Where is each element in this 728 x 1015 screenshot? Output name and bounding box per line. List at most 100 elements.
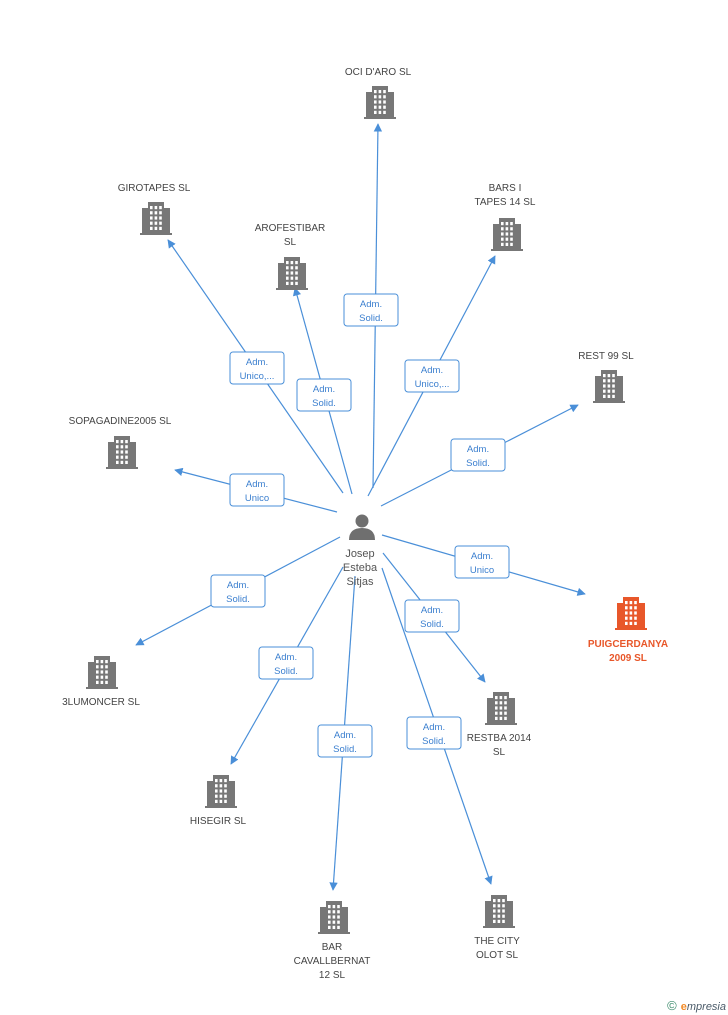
building-window (612, 384, 615, 388)
building-icon (491, 218, 523, 251)
company-name-line: 3LUMONCER SL (62, 697, 140, 708)
role-badge-3lumoncer[interactable]: Adm.Solid. (210, 574, 266, 608)
footer-brand: ©empresia (667, 998, 726, 1013)
company-node-hisegir[interactable]: HISEGIR SL (190, 775, 247, 827)
role-badge-restba-2014[interactable]: Adm.Solid. (404, 599, 460, 633)
role-text-line: Unico,... (240, 371, 275, 382)
building-window (332, 910, 336, 914)
company-node-sopagadine2005[interactable]: SOPAGADINE2005 SL (69, 416, 172, 469)
building-window (505, 232, 509, 236)
building-window (510, 232, 513, 236)
role-box (454, 545, 510, 579)
person-name-line: Esteba (343, 562, 378, 574)
role-badge-the-city-olot[interactable]: Adm.Solid. (406, 716, 462, 750)
building-window (603, 374, 606, 378)
building-window (219, 794, 223, 798)
building-window (224, 789, 227, 793)
person-name-line: Josep (345, 548, 374, 560)
company-name-line: 2009 SL (609, 653, 647, 664)
building-window (116, 440, 119, 444)
building-window (502, 899, 505, 903)
building-window (290, 271, 294, 275)
role-badge-arofestibar[interactable]: Adm.Solid. (296, 378, 352, 412)
role-text: Adm.Solid. (312, 384, 336, 409)
building-window (96, 670, 99, 674)
building-window (125, 460, 128, 464)
company-name: GIROTAPES SL (118, 183, 191, 194)
building-window (154, 211, 158, 215)
building-window (215, 784, 218, 788)
building-window (378, 95, 382, 99)
building-window (337, 925, 340, 929)
role-text-line: Solid. (333, 744, 357, 755)
role-badge-rest-99[interactable]: Adm.Solid. (450, 438, 506, 472)
building-window (497, 904, 501, 908)
role-badge-oci-d-aro[interactable]: Adm.Solid. (343, 293, 399, 327)
building-window (150, 226, 153, 230)
building-window (154, 221, 158, 225)
building-window (383, 110, 386, 114)
role-box (229, 473, 285, 507)
role-badge-hisegir[interactable]: Adm.Solid. (258, 646, 314, 680)
building-window (100, 680, 104, 684)
building-window (100, 665, 104, 669)
building-window (501, 227, 504, 231)
building-window (286, 261, 289, 265)
role-text-line: Unico (245, 493, 269, 504)
building-window (224, 799, 227, 803)
building-window (290, 276, 294, 280)
building-base (86, 687, 118, 689)
role-text: Adm. Unico (245, 479, 269, 504)
company-name-line: THE CITY (474, 936, 520, 947)
company-node-oci-d-aro[interactable]: OCI D'ARO SL (345, 67, 412, 119)
building-window (634, 606, 637, 610)
role-text: Adm.Solid. (333, 730, 357, 755)
building-window (378, 90, 382, 94)
brand-initial: e (680, 1001, 687, 1013)
building-window (634, 601, 637, 605)
company-node-girotapes[interactable]: GIROTAPES SL (118, 183, 191, 235)
building-window (634, 616, 637, 620)
building-window (120, 460, 124, 464)
building-window (100, 660, 104, 664)
building-icon (106, 436, 138, 469)
company-name-line: 12 SL (319, 970, 346, 981)
role-badge-bars-i-tapes-14[interactable]: Adm.Unico,... (404, 359, 460, 393)
company-node-3lumoncer[interactable]: 3LUMONCER SL (62, 656, 140, 708)
building-window (501, 222, 504, 226)
role-text-line: Adm. (246, 479, 268, 490)
company-name-line: HISEGIR SL (190, 816, 247, 827)
building-window (332, 925, 336, 929)
building-window (504, 716, 507, 720)
building-window (499, 696, 503, 700)
building-icon (364, 86, 396, 119)
role-text: Adm.Unico,... (240, 357, 275, 382)
building-window (510, 237, 513, 241)
role-badge-sopagadine2005[interactable]: Adm. Unico (229, 473, 285, 507)
role-box (343, 293, 399, 327)
building-window (290, 261, 294, 265)
role-badge-girotapes[interactable]: Adm.Unico,... (229, 351, 285, 385)
company-node-rest-99[interactable]: REST 99 SL (578, 351, 634, 403)
role-badge-bar-cavallbernat-12[interactable]: Adm.Solid. (317, 724, 373, 758)
building-window (332, 905, 336, 909)
role-text-line: Adm. (313, 384, 335, 395)
building-icon (615, 597, 647, 630)
building-window (150, 216, 153, 220)
building-window (504, 696, 507, 700)
role-badge-puigcerdanya-2009[interactable]: Adm.Unico (454, 545, 510, 579)
building-window (105, 670, 108, 674)
building-window (150, 211, 153, 215)
building-window (328, 905, 331, 909)
building-window (286, 276, 289, 280)
